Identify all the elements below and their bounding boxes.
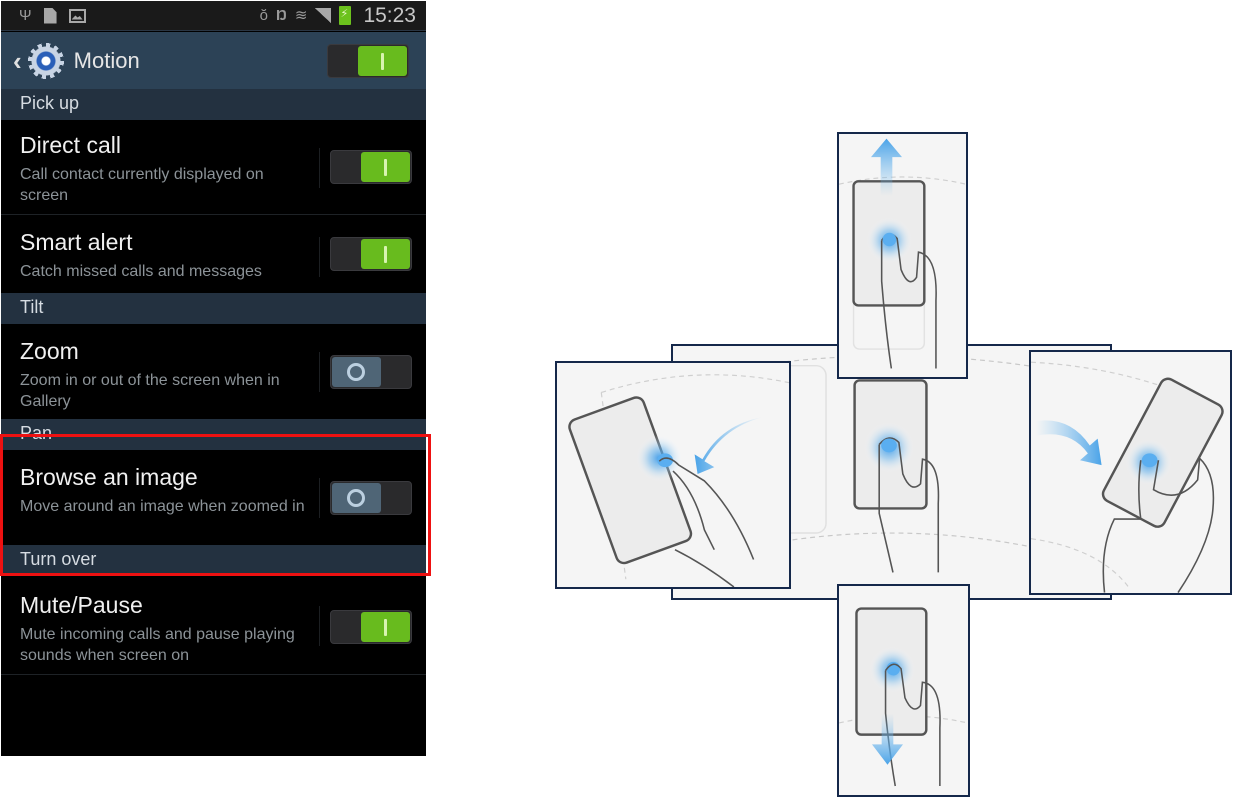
section-header-turn-over: Turn over bbox=[1, 545, 426, 575]
page-title: Motion bbox=[73, 47, 140, 73]
section-header-pan: Pan bbox=[1, 419, 426, 450]
usb-icon: Ψ bbox=[19, 7, 32, 24]
motion-master-toggle[interactable] bbox=[327, 44, 409, 78]
settings-gear-icon[interactable] bbox=[27, 42, 64, 79]
setting-direct-call[interactable]: Direct call Call contact currently displ… bbox=[1, 120, 426, 215]
setting-mute-pause[interactable]: Mute/Pause Mute incoming calls and pause… bbox=[1, 578, 426, 675]
direct-call-toggle[interactable] bbox=[330, 150, 412, 184]
pan-up-gesture-illustration bbox=[839, 138, 966, 369]
mute-pause-toggle[interactable] bbox=[330, 610, 412, 644]
browse-an-image-toggle[interactable] bbox=[330, 481, 412, 515]
illustration-pan-left-panel bbox=[555, 361, 791, 589]
setting-title: Direct call bbox=[20, 132, 121, 158]
phone-hand-center-illustration bbox=[673, 355, 1110, 573]
illustration-pan-up-panel bbox=[837, 132, 968, 379]
pan-right-gesture-illustration bbox=[1031, 361, 1224, 593]
wifi-icon: ≋ bbox=[294, 7, 308, 24]
smart-alert-toggle[interactable] bbox=[330, 237, 412, 271]
section-header-pick-up: Pick up bbox=[1, 89, 426, 120]
setting-subtitle: Call contact currently displayed on scre… bbox=[20, 166, 264, 204]
setting-browse-an-image[interactable]: Browse an image Move around an image whe… bbox=[1, 450, 426, 545]
setting-subtitle: Zoom in or out of the screen when in Gal… bbox=[20, 372, 280, 410]
nfc-icon: Ŋ bbox=[276, 7, 287, 24]
pan-left-gesture-illustration bbox=[568, 374, 789, 587]
smart-stay-eye-icon: ŏ bbox=[259, 7, 268, 24]
setting-title: Mute/Pause bbox=[20, 592, 143, 618]
battery-charging-icon bbox=[339, 6, 352, 25]
setting-subtitle: Mute incoming calls and pause playing so… bbox=[20, 626, 295, 664]
status-bar: Ψ ŏ Ŋ ≋ 15:23 bbox=[1, 1, 426, 31]
setting-smart-alert[interactable]: Smart alert Catch missed calls and messa… bbox=[1, 215, 426, 293]
signal-icon bbox=[315, 8, 332, 23]
illustration-pan-right-panel bbox=[1029, 350, 1232, 595]
gallery-icon bbox=[68, 8, 86, 23]
chevron-left-icon[interactable]: ‹ bbox=[13, 45, 22, 76]
section-header-tilt: Tilt bbox=[1, 293, 426, 324]
setting-subtitle: Catch missed calls and messages bbox=[20, 263, 262, 280]
setting-title: Smart alert bbox=[20, 229, 133, 255]
phone-screen: Ψ ŏ Ŋ ≋ 15:23 ‹ Motion Pick up Direct ca… bbox=[1, 1, 426, 756]
illustration-pan-down-panel bbox=[837, 584, 970, 797]
pan-down-gesture-illustration bbox=[839, 607, 968, 787]
action-bar: ‹ Motion bbox=[1, 32, 426, 89]
status-time: 15:23 bbox=[363, 3, 416, 27]
setting-title: Browse an image bbox=[20, 464, 198, 490]
setting-title: Zoom bbox=[20, 338, 79, 364]
setting-zoom[interactable]: Zoom Zoom in or out of the screen when i… bbox=[1, 324, 426, 419]
sd-card-icon bbox=[43, 7, 57, 24]
setting-subtitle: Move around an image when zoomed in bbox=[20, 498, 305, 515]
zoom-toggle[interactable] bbox=[330, 355, 412, 389]
